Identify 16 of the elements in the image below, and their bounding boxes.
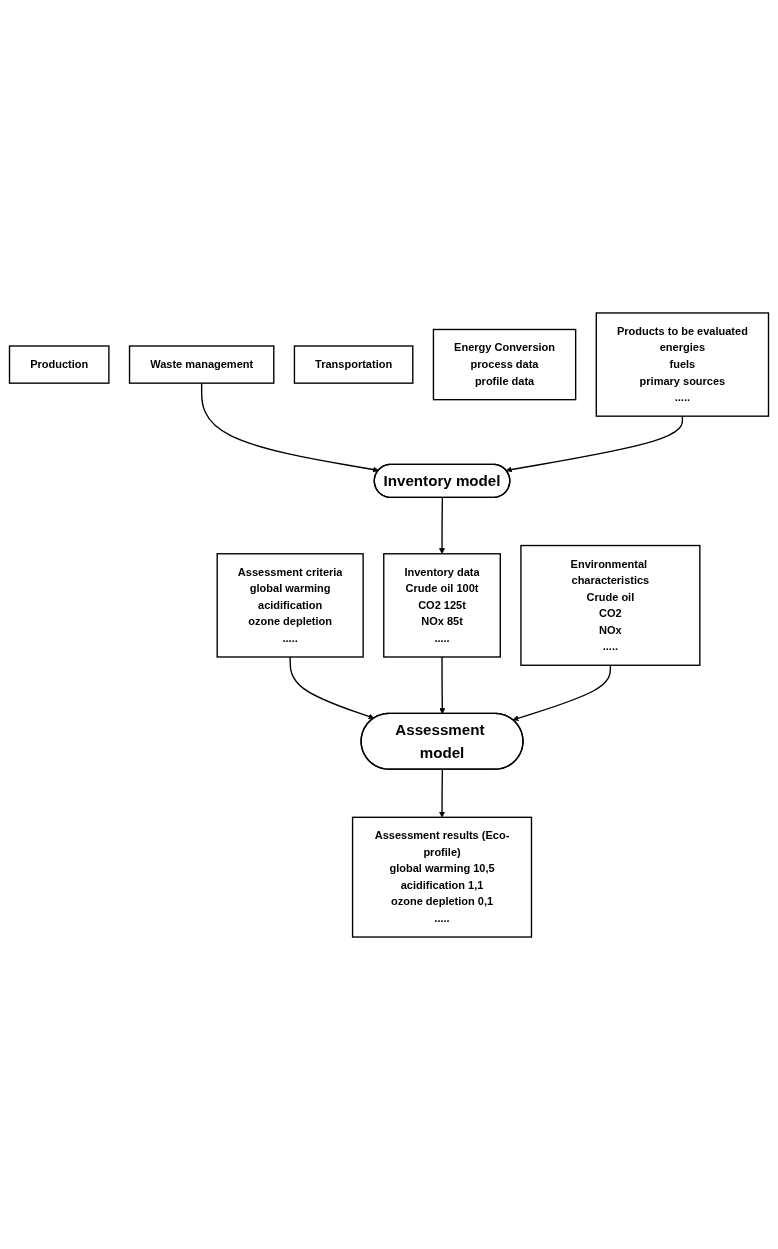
arrow: [439, 655, 446, 714]
node-box: Energy Conversion process data profile data: [432, 328, 577, 400]
arrow: [512, 664, 612, 721]
node-box: Waste management: [128, 344, 275, 384]
arrow: [289, 655, 375, 719]
node-box: Transportation: [293, 344, 414, 384]
arrow: [439, 768, 446, 818]
arrow: [200, 381, 379, 472]
node-box: Products to be evaluated energies fuels primary sources .....: [595, 311, 770, 417]
node-box: Assessment results (Eco-profile) global warming 10,5 acidification 1,1 ozone depletion 0,1 .....: [351, 816, 533, 938]
node-box: Environmental characteristics Crude oil CO2 NOx .....: [520, 544, 701, 666]
arrow: [505, 415, 684, 472]
node-box: Production: [8, 344, 110, 384]
node-box: Inventory data Crude oil 100t CO2 125t NOx 85t .....: [383, 552, 501, 658]
node-box: Assessment criteria global warming acidification ozone depletion .....: [216, 552, 364, 658]
arrow: [439, 496, 446, 554]
